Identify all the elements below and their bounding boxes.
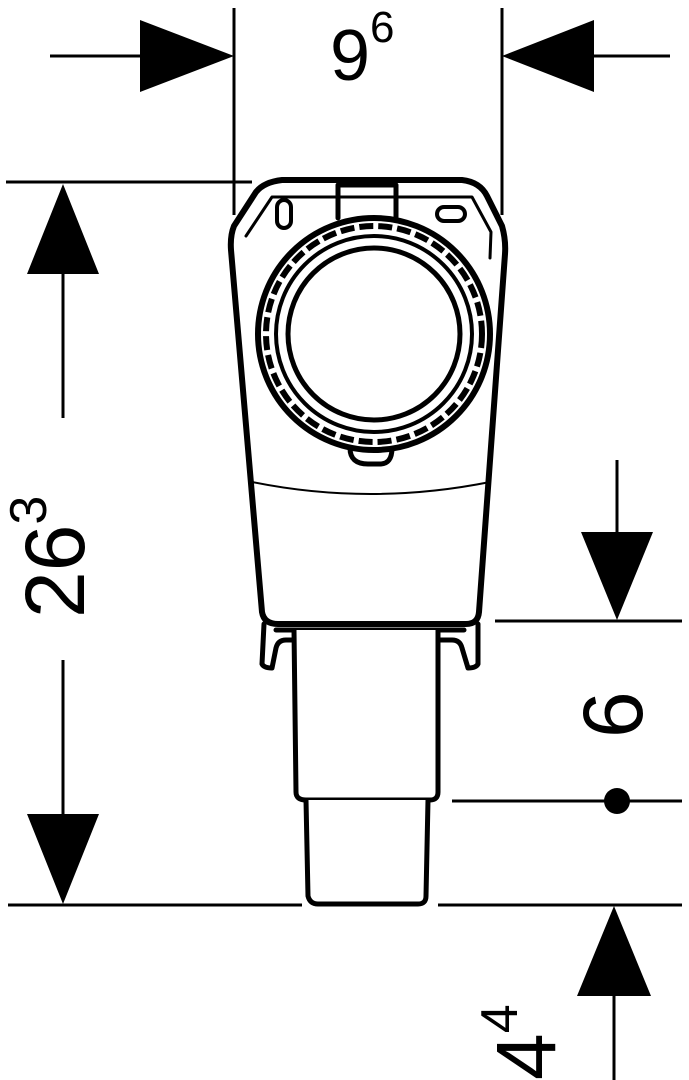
height-superscript: 3 xyxy=(0,496,58,525)
width-arrow-right-icon xyxy=(502,20,594,92)
offset-dimension: 6 xyxy=(452,460,682,814)
outlet-inner-ring xyxy=(285,245,463,423)
offset-value: 6 xyxy=(566,691,660,738)
clip-right xyxy=(437,621,481,671)
bottom-value: 4 xyxy=(479,1033,573,1080)
height-label: 263 xyxy=(0,496,102,618)
clip-left xyxy=(259,621,299,671)
bottom-label: 44 xyxy=(471,1004,573,1080)
bottom-superscript: 4 xyxy=(471,1004,529,1033)
pipe-upper-section xyxy=(291,629,441,803)
offset-dot-icon xyxy=(604,788,630,814)
width-superscript: 6 xyxy=(370,3,394,52)
body-transition-curve xyxy=(251,481,491,495)
height-arrow-bottom-icon xyxy=(27,814,99,904)
round-outlet xyxy=(255,215,493,467)
pipe-lower-section xyxy=(303,799,431,907)
pipe-spigot xyxy=(291,629,441,907)
height-value: 26 xyxy=(8,525,102,618)
trap-body-inner-contour xyxy=(244,195,493,260)
top-tab xyxy=(335,182,399,221)
outlet-middle-ring xyxy=(274,234,474,434)
mounting-slot-right xyxy=(435,205,467,223)
height-dimension: 263 xyxy=(0,180,302,907)
bottom-arrow-up-icon xyxy=(577,906,651,996)
outlet-serrated-ring xyxy=(263,223,485,445)
outlet-bottom-lug xyxy=(347,447,395,467)
width-value: 9 xyxy=(330,16,370,96)
width-dimension: 96 xyxy=(50,3,670,215)
offset-arrow-down-icon xyxy=(581,532,653,620)
trap-body-outline xyxy=(227,177,509,627)
mounting-slot-left xyxy=(275,198,293,230)
height-arrow-top-icon xyxy=(27,184,99,274)
bottom-dimension: 44 xyxy=(438,903,682,1080)
offset-label: 6 xyxy=(566,691,660,738)
width-label: 96 xyxy=(330,3,395,96)
outlet-outer-ring xyxy=(255,215,493,453)
width-arrow-left-icon xyxy=(140,20,234,92)
